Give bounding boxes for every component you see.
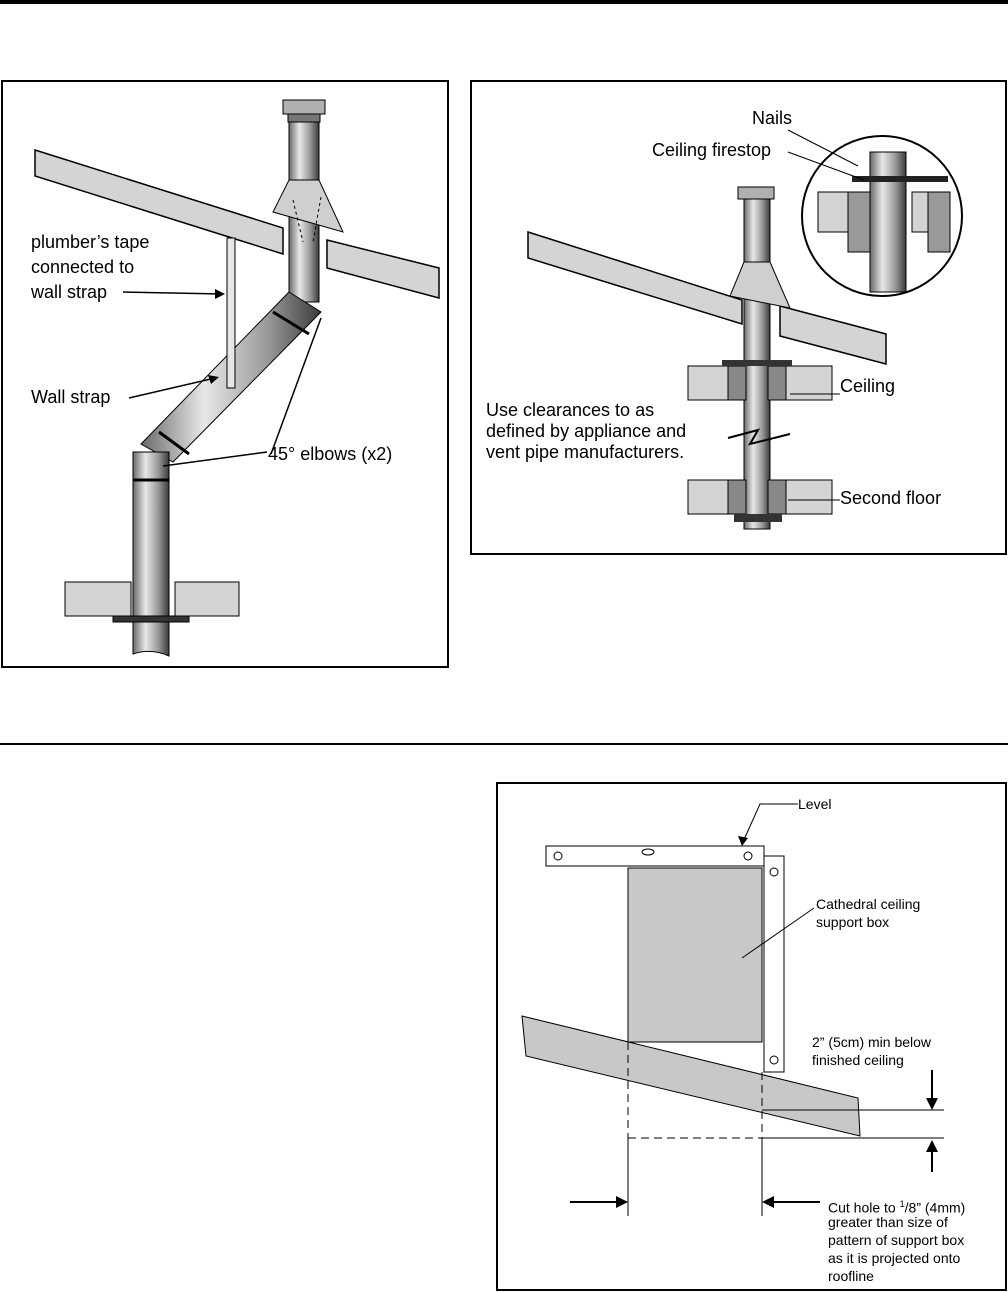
cut-hole-label-line1: Cut hole to 1/8” (4mm)	[828, 1199, 966, 1216]
firestop-drawing	[527, 129, 963, 530]
plumbers-tape-label-line1: plumber’s tape	[31, 232, 150, 252]
section-divider	[0, 743, 1008, 745]
ceiling-firestop-label: Ceiling firestop	[652, 140, 772, 160]
figure-ceiling-firestop: Nails Ceiling firestop Ceiling Use clear…	[470, 80, 1007, 555]
cut-hole-label-line5: roofline	[828, 1268, 874, 1284]
min-below-label-line2: finished ceiling	[812, 1052, 904, 1068]
wall-strap-label: Wall strap	[31, 387, 111, 407]
elbows-label: 45° elbows (x2)	[268, 444, 393, 464]
top-rule	[0, 0, 1008, 4]
clearances-label-line3: vent pipe manufacturers.	[486, 442, 685, 462]
second-floor-label: Second floor	[840, 488, 942, 508]
support-box-drawing	[521, 803, 944, 1216]
offset-pipe-drawing	[34, 99, 440, 657]
clearances-label-line2: defined by appliance and	[486, 421, 687, 441]
plumbers-tape-label-line3: wall strap	[31, 282, 108, 302]
figure-cathedral-support-box: Level Cathedral ceiling support box 2” (…	[496, 782, 1007, 1291]
level-label: Level	[798, 796, 832, 812]
cut-hole-label-line2: greater than size of	[828, 1214, 948, 1230]
clearances-label-line1: Use clearances to as	[486, 400, 655, 420]
figure-offset-elbows: plumber’s tape connected to wall strap W…	[1, 80, 449, 668]
cut-hole-label-line4: as it is projected onto	[828, 1250, 961, 1266]
cut-hole-label-line3: pattern of support box	[828, 1232, 965, 1248]
ceiling-label: Ceiling	[840, 376, 896, 396]
support-box-label-line2: support box	[816, 914, 890, 930]
plumbers-tape-label-line2: connected to	[31, 257, 135, 277]
min-below-label-line1: 2” (5cm) min below	[812, 1034, 932, 1050]
support-box-label-line1: Cathedral ceiling	[816, 896, 921, 912]
nails-label: Nails	[752, 108, 793, 128]
